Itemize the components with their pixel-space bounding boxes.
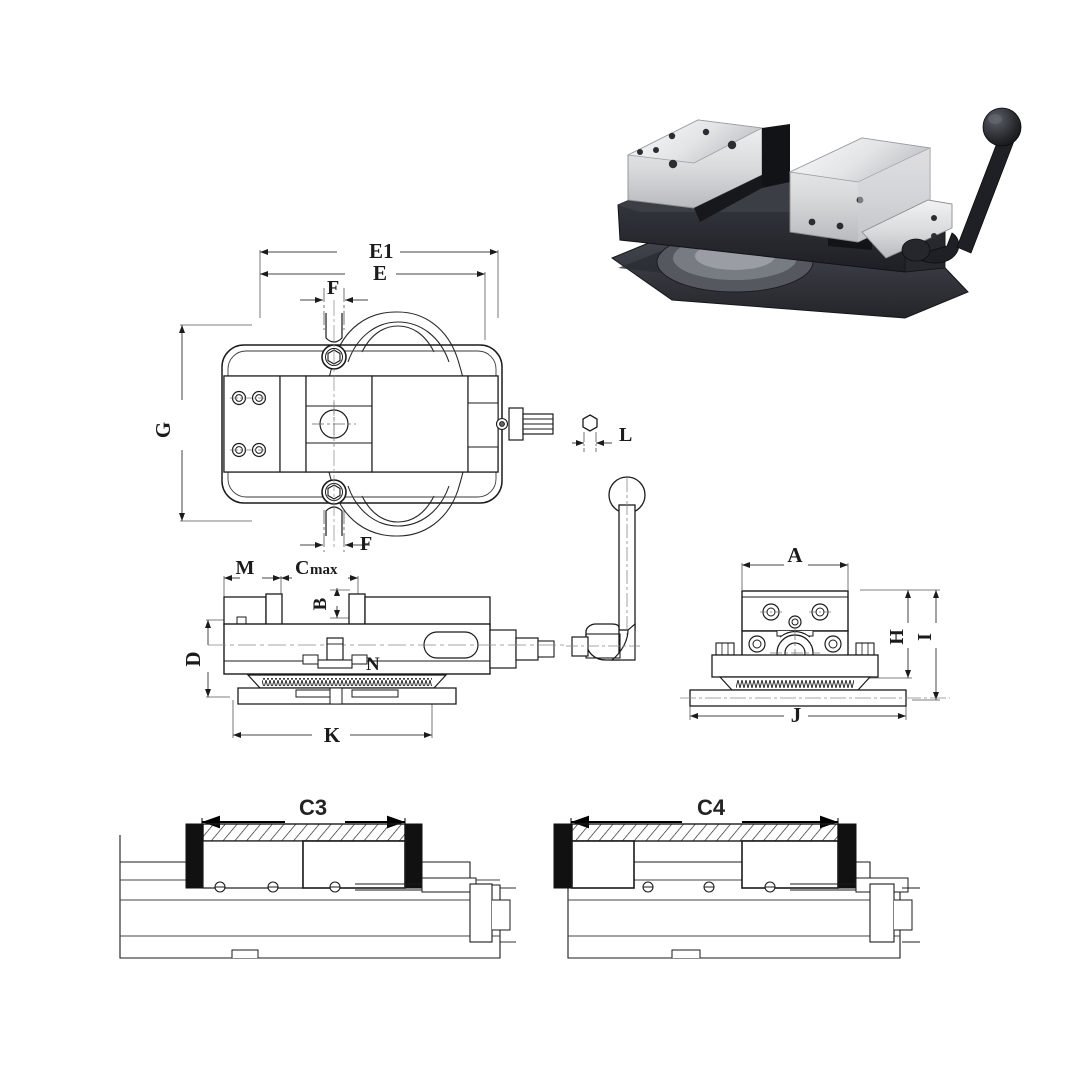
hold-down-bolts [715, 642, 875, 656]
dimension-label-G: G [151, 422, 175, 438]
section-view-c3 [119, 815, 516, 959]
dimension-E [260, 271, 486, 340]
dimension-I [912, 589, 940, 701]
dimension-label-F-top: F [327, 277, 339, 299]
dimension-H [860, 589, 912, 679]
bolt-group-top-left [230, 390, 268, 458]
milling-machine-vise-photo [610, 107, 1022, 319]
dimension-label-F-bottom: F [360, 533, 372, 555]
top-view [179, 249, 554, 552]
dimension-label-C4: C4 [697, 795, 726, 820]
swivel-lock-post [302, 637, 368, 669]
side-bolt-upper [760, 603, 831, 629]
dimension-K [232, 700, 433, 738]
section-view-c4 [553, 815, 920, 959]
dimension-label-L: L [619, 424, 632, 446]
dimension-label-E: E [373, 261, 387, 285]
dimension-label-E1: E1 [369, 239, 394, 263]
dimension-F-bottom [300, 510, 368, 552]
front-view [205, 575, 566, 738]
screw-row-c4 [642, 881, 776, 893]
dimension-F-top [300, 288, 368, 330]
dimension-label-M: M [236, 557, 255, 579]
dimension-label-H: H [886, 629, 908, 645]
screw-row-c3 [214, 881, 341, 893]
dimension-label-C: C [295, 557, 309, 579]
dimension-label-C3: C3 [299, 795, 327, 820]
dimension-B [330, 588, 350, 619]
dimension-label-C-max-suffix: max [310, 562, 338, 578]
dimension-label-B: B [310, 597, 331, 610]
dimension-label-D: D [181, 651, 205, 666]
screw-shaft-top-view [495, 407, 554, 441]
dimension-C4 [570, 815, 839, 829]
dimension-label-I: I [914, 633, 936, 641]
side-view [680, 562, 950, 720]
dimension-G [179, 324, 252, 522]
dimension-E1 [259, 249, 499, 318]
dimension-label-N: N [366, 654, 380, 675]
dimension-L [572, 432, 612, 452]
dimension-J [689, 698, 907, 720]
dimension-A [741, 562, 849, 590]
dimension-label-K: K [324, 723, 341, 747]
hexagon-socket-icon [582, 414, 598, 432]
handle-detail-view [566, 414, 646, 661]
swivel-base-front [237, 674, 457, 705]
dimension-label-A: A [787, 543, 803, 567]
dimension-label-J: J [791, 703, 802, 727]
